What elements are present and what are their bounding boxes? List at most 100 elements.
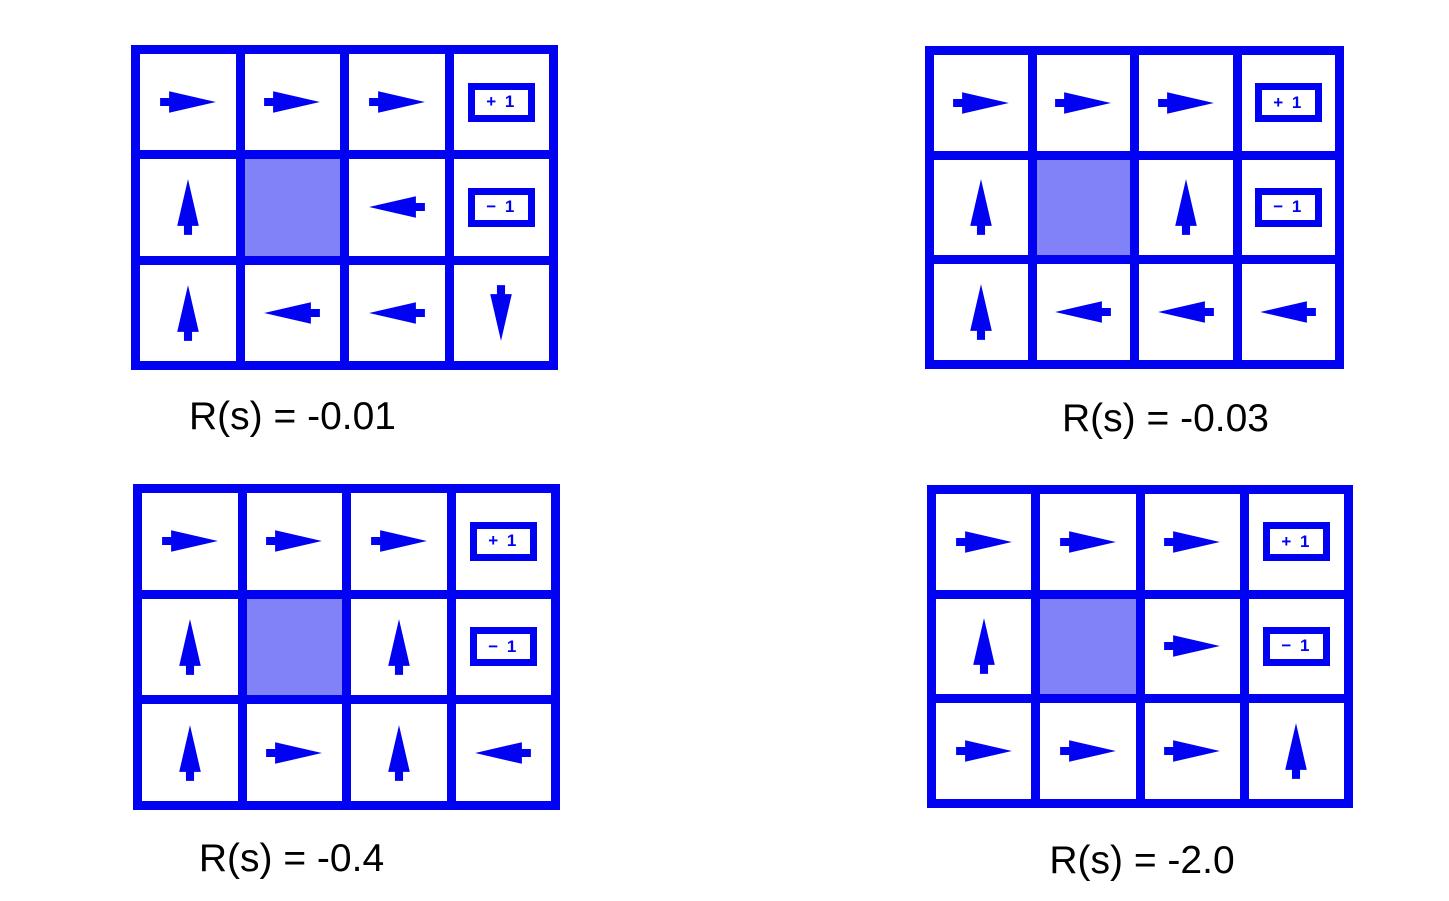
reward-caption: R(s) = -0.4	[198, 837, 385, 880]
right-arrow-icon	[249, 496, 339, 586]
reward-caption: R(s) = -0.01	[189, 395, 396, 438]
right-arrow-icon	[939, 497, 1029, 587]
policy-cell-right	[142, 493, 238, 590]
minus-one-box: − 1	[1262, 626, 1330, 666]
up-arrow-icon	[354, 602, 444, 692]
terminal-minus-one-cell: − 1	[1248, 598, 1344, 695]
right-arrow-icon	[1043, 706, 1133, 796]
policy-cell-up	[1248, 703, 1344, 799]
up-arrow-icon	[1141, 162, 1231, 252]
policy-cell-right	[351, 493, 447, 590]
policy-cell-right	[1040, 703, 1136, 799]
panel-reward-minus-0-01: + 1 − 1 R(s) = -0.01	[131, 45, 558, 439]
terminal-minus-one-cell: − 1	[455, 598, 551, 696]
wall-cell	[1036, 159, 1130, 256]
left-arrow-icon	[458, 708, 548, 798]
right-arrow-icon	[352, 57, 442, 147]
policy-cell-up	[934, 264, 1028, 360]
policy-cell-left	[1036, 264, 1130, 360]
gridworld-policy-grid: + 1 − 1	[925, 46, 1344, 369]
policy-cell-left	[1139, 264, 1233, 360]
policy-cell-up	[934, 159, 1028, 256]
up-arrow-icon	[1251, 706, 1341, 796]
gridworld-policy-grid: + 1− 1	[927, 485, 1353, 808]
right-arrow-icon	[145, 496, 235, 586]
policy-cell-left	[244, 264, 340, 361]
right-arrow-icon	[1038, 58, 1128, 148]
policy-cell-right	[1144, 703, 1240, 799]
policy-cell-right	[936, 703, 1032, 799]
down-arrow-icon	[456, 268, 546, 358]
policy-cell-left	[349, 264, 445, 361]
policy-cell-up	[140, 159, 236, 256]
right-arrow-icon	[249, 708, 339, 798]
left-arrow-icon	[1141, 267, 1231, 357]
right-arrow-icon	[247, 57, 337, 147]
policy-cell-up	[140, 264, 236, 361]
right-arrow-icon	[1043, 497, 1133, 587]
wall-cell	[246, 598, 342, 696]
policy-cell-left	[1241, 264, 1335, 360]
right-arrow-icon	[1147, 706, 1237, 796]
left-arrow-icon	[1038, 267, 1128, 357]
right-arrow-icon	[1147, 601, 1237, 691]
left-arrow-icon	[1243, 267, 1333, 357]
left-arrow-icon	[247, 268, 337, 358]
policy-cell-right	[246, 704, 342, 801]
panel-reward-minus-0-4: + 1 − 1 R(s) = -0.4	[133, 484, 560, 881]
right-arrow-icon	[354, 496, 444, 586]
policy-cell-up	[936, 598, 1032, 695]
policy-cell-left	[455, 704, 551, 801]
policy-cell-up	[351, 598, 447, 696]
reward-caption: R(s) = -0.03	[1062, 397, 1269, 440]
minus-one-box: − 1	[469, 627, 537, 667]
policy-cell-right	[1036, 55, 1130, 151]
policy-cell-right	[1040, 494, 1136, 590]
up-arrow-icon	[145, 602, 235, 692]
gridworld-policy-grid: + 1 − 1	[131, 45, 558, 370]
terminal-minus-one-cell: − 1	[1241, 159, 1335, 256]
policy-cell-right	[1144, 598, 1240, 695]
left-arrow-icon	[352, 268, 442, 358]
right-arrow-icon	[1141, 58, 1231, 148]
up-arrow-icon	[939, 601, 1029, 691]
policy-cell-right	[244, 54, 340, 151]
panel-reward-minus-2-0: + 1− 1 R(s) = -2.0	[927, 485, 1353, 883]
policy-cell-up	[1139, 159, 1233, 256]
policy-cell-right	[934, 55, 1028, 151]
right-arrow-icon	[939, 706, 1029, 796]
policy-cell-right	[140, 54, 236, 151]
terminal-plus-one-cell: + 1	[455, 493, 551, 590]
right-arrow-icon	[1147, 497, 1237, 587]
policy-cell-right	[1139, 55, 1233, 151]
up-arrow-icon	[145, 708, 235, 798]
gridworld-policy-grid: + 1 − 1	[133, 484, 560, 810]
policy-cell-up	[351, 704, 447, 801]
terminal-plus-one-cell: + 1	[1241, 55, 1335, 151]
right-arrow-icon	[143, 57, 233, 147]
up-arrow-icon	[143, 268, 233, 358]
panel-reward-minus-0-03: + 1 − 1 R(s) = -0.03	[925, 46, 1344, 441]
plus-one-box: + 1	[1254, 83, 1322, 123]
policy-cell-right	[1144, 494, 1240, 590]
terminal-plus-one-cell: + 1	[453, 54, 549, 151]
terminal-minus-one-cell: − 1	[453, 159, 549, 256]
policy-cell-down	[453, 264, 549, 361]
policy-cell-right	[936, 494, 1032, 590]
policy-cell-right	[349, 54, 445, 151]
policy-cell-up	[142, 704, 238, 801]
plus-one-box: + 1	[469, 521, 537, 561]
up-arrow-icon	[143, 162, 233, 252]
up-arrow-icon	[354, 708, 444, 798]
minus-one-box: − 1	[467, 187, 535, 227]
wall-cell	[1040, 598, 1136, 695]
policy-cell-right	[246, 493, 342, 590]
policy-cell-up	[142, 598, 238, 696]
policy-cell-left	[349, 159, 445, 256]
up-arrow-icon	[936, 162, 1026, 252]
right-arrow-icon	[936, 58, 1026, 148]
reward-caption: R(s) = -2.0	[1049, 839, 1235, 882]
left-arrow-icon	[352, 162, 442, 252]
minus-one-box: − 1	[1254, 187, 1322, 227]
